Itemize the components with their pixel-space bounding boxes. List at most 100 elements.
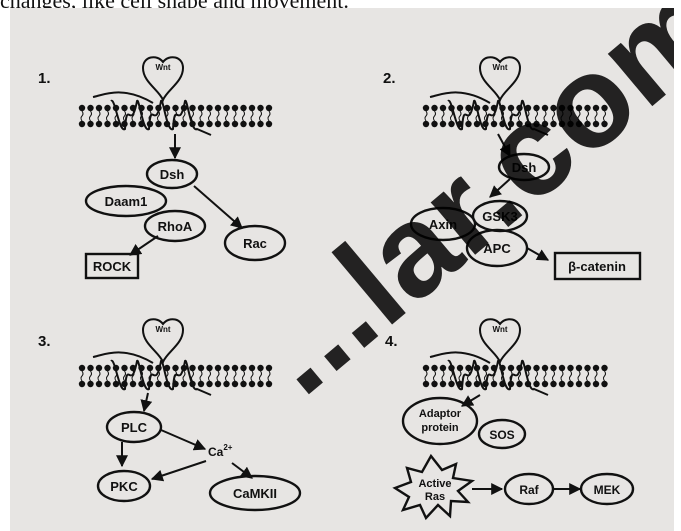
arrow-receptor-to-plc bbox=[140, 392, 153, 413]
lipid-tail bbox=[259, 110, 262, 122]
lipid-head bbox=[240, 104, 247, 112]
lipid-tail bbox=[208, 370, 211, 382]
lipid-head bbox=[257, 364, 264, 372]
lipid-head bbox=[121, 364, 128, 372]
lipid-tail bbox=[80, 110, 84, 122]
lipid-head bbox=[129, 120, 137, 128]
lipid-head bbox=[448, 380, 455, 388]
lipid-tail bbox=[560, 110, 564, 122]
node-pkc-label: PKC bbox=[110, 479, 138, 494]
lipid-head bbox=[592, 364, 600, 372]
node-rhoa-label: RhoA bbox=[158, 219, 193, 234]
lipid-tail bbox=[106, 110, 109, 122]
lipid-head bbox=[567, 364, 574, 372]
lipid-head bbox=[223, 364, 230, 372]
node-mek-label: MEK bbox=[594, 483, 621, 497]
arrow-dsh-to-destruction-complex bbox=[489, 178, 511, 198]
lipid-tail bbox=[603, 110, 606, 122]
lipid-tail bbox=[441, 370, 445, 382]
lipid-tail bbox=[424, 110, 428, 122]
lipid-head bbox=[104, 120, 111, 128]
lipid-head bbox=[206, 380, 213, 388]
node-dsh-1 bbox=[145, 158, 199, 190]
lipid-head bbox=[87, 104, 94, 112]
lipid-tail bbox=[216, 370, 220, 382]
lipid-head bbox=[87, 364, 94, 372]
node-dsh-2 bbox=[497, 152, 551, 182]
lipid-head bbox=[172, 364, 179, 372]
lipid-head bbox=[448, 120, 455, 128]
lipid-head bbox=[112, 120, 120, 128]
lipid-tail bbox=[157, 110, 160, 122]
lipid-head bbox=[78, 104, 86, 112]
arrow-apc-to-bcatenin bbox=[526, 247, 550, 261]
lipid-head bbox=[482, 104, 489, 112]
lipid-tail bbox=[216, 110, 220, 122]
lipid-head bbox=[197, 364, 205, 372]
lipid-head bbox=[214, 380, 222, 388]
lipid-tail bbox=[225, 110, 228, 122]
lipid-head bbox=[265, 364, 273, 372]
receptor-tail bbox=[429, 91, 491, 104]
lipid-head bbox=[601, 380, 608, 388]
lipid-head bbox=[155, 380, 162, 388]
panel-number-4: 4. bbox=[385, 333, 398, 350]
lipid-tail bbox=[552, 370, 555, 382]
lipid-head bbox=[601, 364, 608, 372]
lipid-tail bbox=[97, 370, 101, 382]
lipid-tail bbox=[123, 370, 126, 382]
lipid-tail bbox=[433, 370, 436, 382]
lipid-head bbox=[558, 104, 566, 112]
lipid-tail bbox=[191, 370, 194, 382]
lipid-tail bbox=[89, 110, 92, 122]
lipid-head bbox=[550, 120, 557, 128]
node-active-ras-label-1: Active bbox=[418, 478, 451, 490]
lipid-head bbox=[482, 364, 489, 372]
lipid-tail bbox=[535, 110, 538, 122]
lipid-head bbox=[567, 120, 574, 128]
lipid-head bbox=[601, 120, 608, 128]
arrow-rhoa-to-rock bbox=[129, 235, 159, 256]
lipid-head bbox=[104, 380, 111, 388]
lipid-head bbox=[584, 380, 591, 388]
lipid-tail bbox=[182, 370, 186, 382]
wnt-signaling-figure: 1. 2. 3. 4. Dsh Daam1 RhoA Rac ROCK Dsh … bbox=[10, 8, 674, 531]
lipid-head bbox=[422, 364, 430, 372]
lipid-head bbox=[95, 104, 103, 112]
lipid-head bbox=[439, 380, 447, 388]
lipid-head bbox=[78, 120, 86, 128]
membrane-receptor-2 bbox=[422, 56, 608, 136]
lipid-head bbox=[248, 364, 256, 372]
lipid-tail bbox=[441, 110, 445, 122]
node-camkii-label: CaMKII bbox=[233, 486, 277, 501]
lipid-head bbox=[197, 120, 205, 128]
wnt-pathways-diagram: 1. 2. 3. 4. Dsh Daam1 RhoA Rac ROCK Dsh … bbox=[38, 56, 642, 521]
lipid-head bbox=[214, 364, 222, 372]
lipid-head bbox=[206, 104, 213, 112]
lipid-tail bbox=[518, 110, 521, 122]
lipid-tail bbox=[433, 110, 436, 122]
lipid-head bbox=[592, 120, 600, 128]
lipid-head bbox=[575, 104, 583, 112]
lipid-head bbox=[533, 120, 540, 128]
node-rock-label: ROCK bbox=[93, 259, 132, 274]
lipid-head bbox=[422, 120, 430, 128]
node-bcatenin bbox=[553, 251, 642, 281]
lipid-head bbox=[567, 380, 574, 388]
lipid-head bbox=[146, 104, 154, 112]
lipid-head bbox=[240, 120, 247, 128]
node-adaptor-label-2: protein bbox=[421, 422, 459, 434]
lipid-head bbox=[248, 380, 256, 388]
lipid-head bbox=[516, 120, 523, 128]
lipid-head bbox=[95, 120, 103, 128]
lipid-head bbox=[465, 364, 472, 372]
lipid-head bbox=[189, 104, 196, 112]
node-rac bbox=[223, 224, 287, 262]
lipid-tail bbox=[518, 370, 521, 382]
lipid-head bbox=[507, 104, 515, 112]
node-ca-label: Ca2+ bbox=[208, 443, 233, 459]
lipid-head bbox=[163, 364, 171, 372]
lipid-tail bbox=[577, 370, 581, 382]
lipid-head bbox=[197, 380, 205, 388]
lipid-tail bbox=[199, 110, 203, 122]
